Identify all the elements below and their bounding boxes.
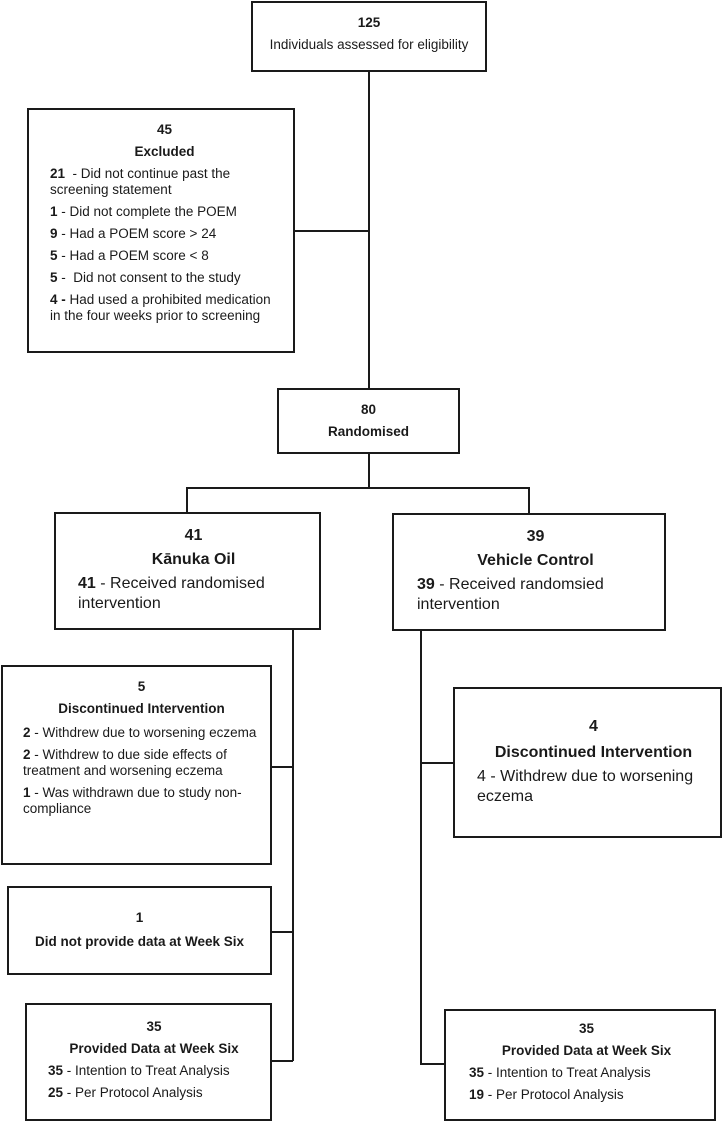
excluded-item: 5 - Did not consent to the study [50,270,241,285]
no-data-heading: Did not provide data at Week Six [34,934,245,949]
kanuka-arm-box: 41 Kānuka Oil 41 - Received randomised i… [54,512,321,630]
randomised-box: 80 Randomised [277,388,460,454]
prov-left-item: 25 - Per Protocol Analysis [48,1085,203,1100]
connector-excluded-branch [295,230,369,232]
disc-left-item: 1 - Was withdrawn due to study non-compl… [23,785,242,816]
disc-left-count: 5 [137,679,146,694]
excluded-item: 1 - Did not complete the POEM [50,204,237,219]
prov-left-item: 35 - Intention to Treat Analysis [48,1063,230,1078]
excluded-item: 4 - Had used a prohibited medication in … [50,292,275,323]
prov-right-count: 35 [578,1021,595,1036]
connector-left-trunk [292,630,294,1061]
connector-randomised-down [368,454,370,488]
excluded-box: 45 Excluded 21 - Did not continue past t… [27,108,295,353]
connector-split-horizontal [186,487,530,489]
provided-right-box: 35 Provided Data at Week Six 35 - Intent… [444,1009,716,1121]
excluded-item: 9 - Had a POEM score > 24 [50,226,217,241]
prov-right-item: 19 - Per Protocol Analysis [469,1087,624,1102]
disc-left-item: 2 - Withdrew to due side effects of trea… [23,747,227,778]
assessed-label: Individuals assessed for eligibility [269,37,469,52]
prov-right-heading: Provided Data at Week Six [501,1043,672,1058]
randomised-count: 80 [360,402,377,417]
vehicle-heading: Vehicle Control [477,552,594,569]
no-data-box: 1 Did not provide data at Week Six [7,886,272,975]
kanuka-heading: Kānuka Oil [151,551,236,568]
connector-left-nodata-branch [272,931,293,933]
disc-left-item: 2 - Withdrew due to worsening eczema [23,725,257,740]
excluded-count: 45 [156,122,173,137]
prov-left-heading: Provided Data at Week Six [69,1041,239,1056]
assessed-box: 125 Individuals assessed for eligibility [251,1,487,72]
vehicle-arm-box: 39 Vehicle Control 39 - Received randoms… [392,513,666,631]
randomised-label: Randomised [327,424,409,439]
connector-main-vertical [368,72,370,388]
disc-left-heading: Discontinued Intervention [58,701,225,716]
disc-right-heading: Discontinued Intervention [494,744,693,761]
prov-left-count: 35 [146,1019,162,1034]
assessed-count: 125 [357,15,381,30]
vehicle-received: 39 - Received randomsied intervention [417,576,604,613]
disc-right-count: 4 [589,718,598,735]
connector-left-disc-branch [272,766,293,768]
no-data-count: 1 [135,910,144,925]
kanuka-received: 41 - Received randomised intervention [78,575,265,612]
discontinued-right-box: 4 Discontinued Intervention 4 - Withdrew… [453,687,722,838]
prov-right-item: 35 - Intention to Treat Analysis [469,1065,651,1080]
connector-right-arm-down [528,487,530,513]
excluded-heading: Excluded [134,144,195,159]
discontinued-left-box: 5 Discontinued Intervention 2 - Withdrew… [1,665,272,865]
provided-left-box: 35 Provided Data at Week Six 35 - Intent… [25,1003,272,1121]
connector-right-disc-branch [420,762,453,764]
vehicle-count: 39 [526,528,545,545]
disc-right-item: 4 - Withdrew due to worsening eczema [477,768,694,805]
connector-right-trunk [420,631,422,1064]
kanuka-count: 41 [184,527,203,544]
excluded-item: 5 - Had a POEM score < 8 [50,248,209,263]
excluded-item: 21 - Did not continue past the screening… [50,166,234,197]
connector-left-provided-branch [272,1060,293,1062]
connector-left-arm-down [186,487,188,512]
connector-right-provided-branch [420,1063,444,1065]
